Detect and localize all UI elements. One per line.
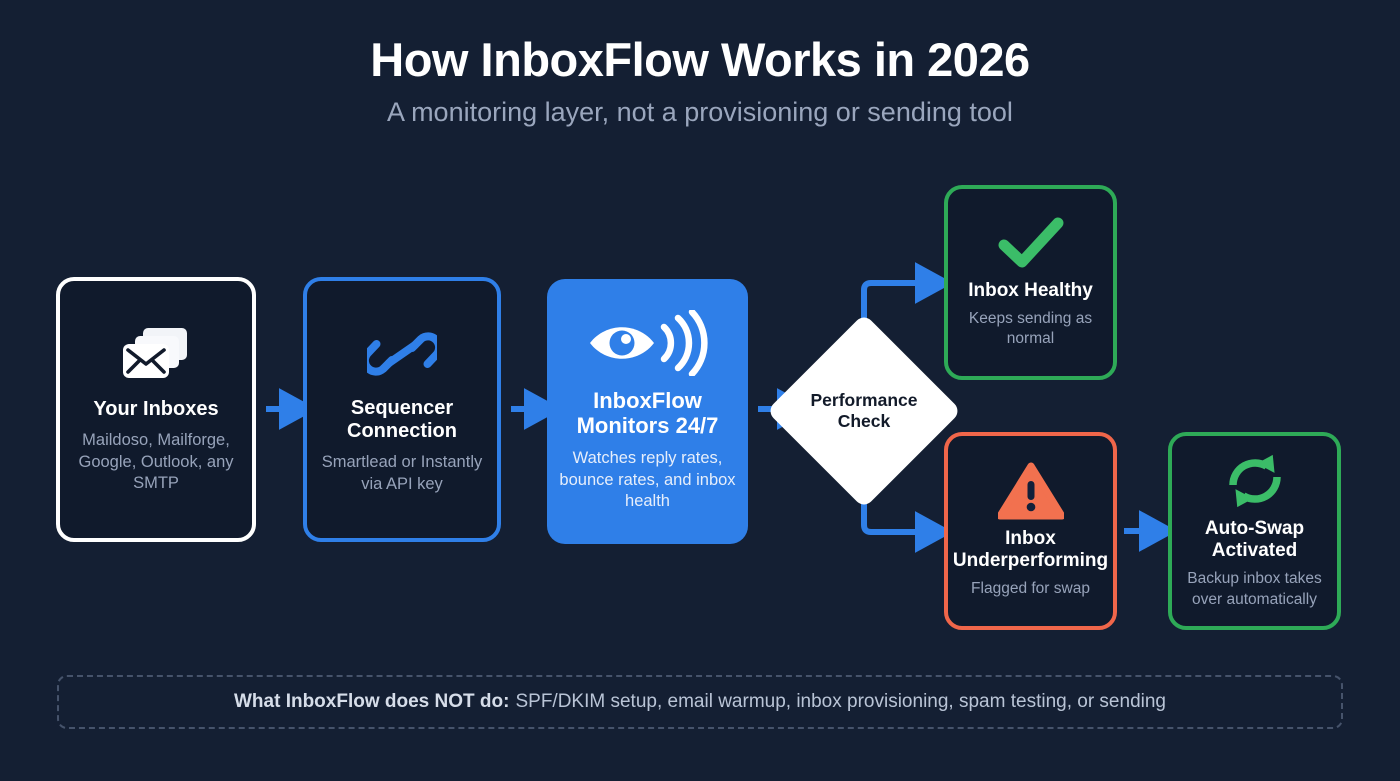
node-inbox-healthy[interactable]: Inbox Healthy Keeps sending as normal <box>944 185 1117 380</box>
footer-text: SPF/DKIM setup, email warmup, inbox prov… <box>515 691 1166 712</box>
node-description: Keeps sending as normal <box>968 309 1093 348</box>
footer-disclaimer: What InboxFlow does NOT do: SPF/DKIM set… <box>57 675 1343 729</box>
node-description: Maildoso, Mailforge, Google, Outlook, an… <box>78 430 234 493</box>
footer-strong-label: What InboxFlow does NOT do: <box>233 691 510 712</box>
chain-link-icon <box>360 323 444 385</box>
node-title: Your Inboxes <box>93 397 219 420</box>
node-description: Backup inbox takes over automatically <box>1187 570 1322 608</box>
page-title: How InboxFlow Works in 2026 <box>370 33 1030 86</box>
node-inboxflow-monitors[interactable]: InboxFlow Monitors 24/7 Watches reply ra… <box>547 279 748 544</box>
node-description: Watches reply rates, bounce rates, and i… <box>559 448 736 511</box>
node-title: Performance Check <box>810 390 918 431</box>
node-auto-swap-activated[interactable]: Auto-Swap Activated Backup inbox takes o… <box>1168 432 1341 630</box>
page-subtitle: A monitoring layer, not a provisioning o… <box>387 97 1013 127</box>
checkmark-icon <box>996 216 1066 272</box>
node-title: Inbox Underperforming <box>952 528 1109 572</box>
eye-signal-icon <box>586 308 710 378</box>
node-description: Smartlead or Instantly via API key <box>321 453 483 494</box>
node-description: Flagged for swap <box>971 580 1090 598</box>
node-your-inboxes[interactable]: Your Inboxes Maildoso, Mailforge, Google… <box>56 277 256 542</box>
stacked-envelopes-icon <box>117 324 195 386</box>
node-inbox-underperforming[interactable]: Inbox Underperforming Flagged for swap <box>944 432 1117 630</box>
node-sequencer-connection[interactable]: Sequencer Connection Smartlead or Instan… <box>303 277 501 542</box>
node-title: InboxFlow Monitors 24/7 <box>576 387 719 439</box>
refresh-sync-icon <box>1224 452 1286 510</box>
node-performance-check[interactable]: Performance Check <box>766 313 962 509</box>
node-title: Sequencer Connection <box>347 397 457 443</box>
warning-triangle-icon <box>996 462 1065 520</box>
node-title: Inbox Healthy <box>968 279 1093 301</box>
node-title: Auto-Swap Activated <box>1204 518 1305 562</box>
